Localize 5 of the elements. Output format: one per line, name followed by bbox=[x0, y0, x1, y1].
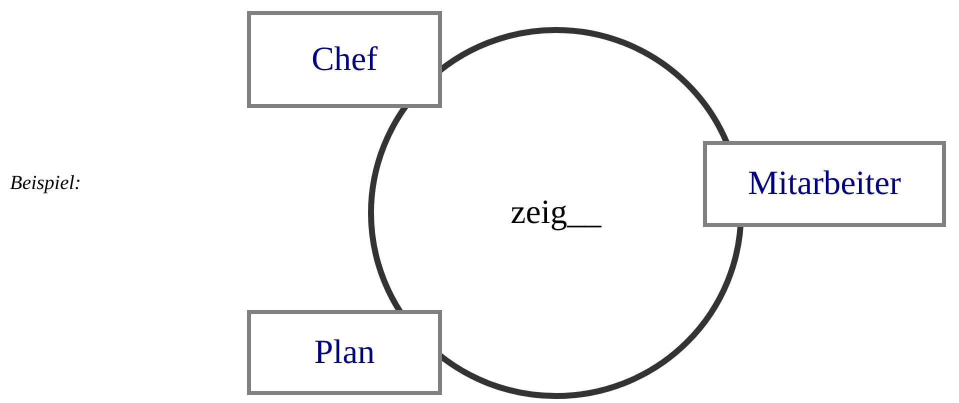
term-box: Mitarbeiter bbox=[703, 141, 946, 227]
term-box: Plan bbox=[247, 310, 442, 395]
term-box: Chef bbox=[247, 11, 442, 108]
circle-text: zeig__ bbox=[510, 194, 602, 232]
example-label: Beispiel: bbox=[10, 172, 82, 195]
